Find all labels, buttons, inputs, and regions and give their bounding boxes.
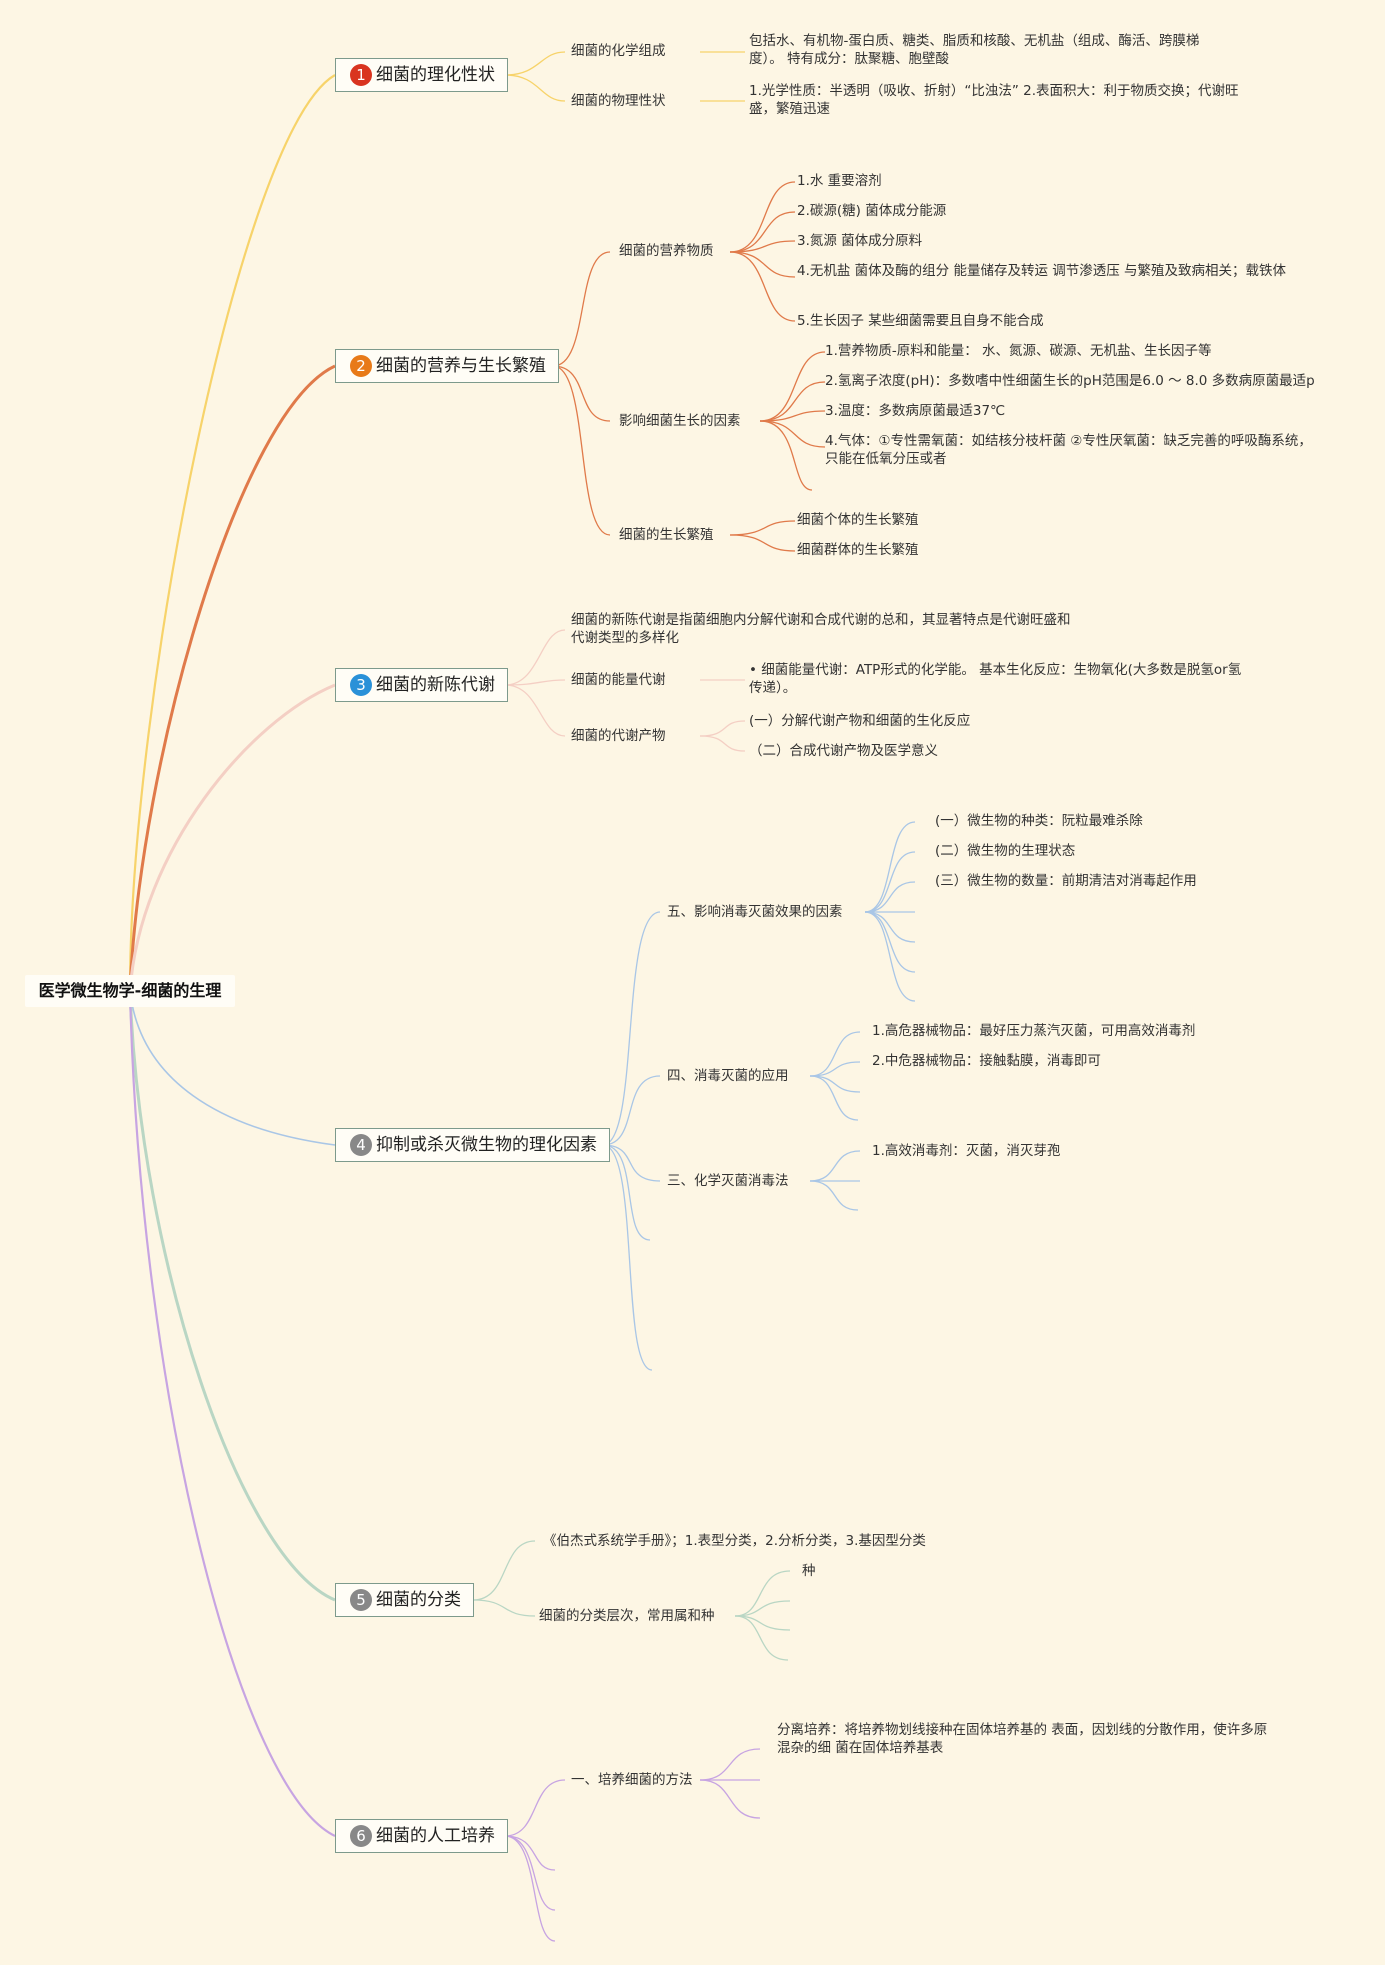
branch-label: 细菌的营养与生长繁殖	[376, 356, 546, 376]
reproduction-item[interactable]: 细菌个体的生长繁殖	[797, 512, 919, 528]
detail-physical-properties[interactable]: 1.光学性质：半透明（吸收、折射）“比浊法” 2.表面积大：利于物质交换；代谢旺…	[749, 83, 1239, 117]
growth-factor-item[interactable]: 1.营养物质-原料和能量： 水、氮源、碳源、无机盐、生长因子等	[825, 343, 1212, 359]
detail-chemical-composition[interactable]: 包括水、有机物-蛋白质、糖类、脂质和核酸、无机盐（组成、酶活、跨膜梯度）。 特有…	[749, 33, 1200, 67]
branch-6-topic[interactable]: 6 细菌的人工培养	[335, 1819, 508, 1853]
subtopic-nutrients[interactable]: 细菌的营养物质	[619, 243, 714, 259]
root-topic[interactable]: 医学微生物学-细菌的生理	[25, 975, 235, 1007]
subtopic-classification-levels[interactable]: 细菌的分类层次，常用属和种	[539, 1608, 715, 1624]
growth-factor-item[interactable]: 3.温度：多数病原菌最适37℃	[825, 403, 1006, 419]
number-badge: 3	[350, 674, 372, 696]
subtopic-growth-factors[interactable]: 影响细菌生长的因素	[619, 413, 741, 429]
link-root-b1	[128, 74, 336, 992]
nutrient-item[interactable]: 1.水 重要溶剂	[797, 173, 882, 189]
subtopic-growth-reproduction[interactable]: 细菌的生长繁殖	[619, 527, 714, 543]
nutrient-item[interactable]: 5.生长因子 某些细菌需要且自身不能合成	[797, 313, 1044, 329]
branch-5-topic[interactable]: 5 细菌的分类	[335, 1583, 474, 1617]
branch-label: 细菌的分类	[376, 1590, 461, 1610]
subtopic-disinfection-factors[interactable]: 五、影响消毒灭菌效果的因素	[667, 904, 843, 920]
sterilization-item[interactable]: 1.高危器械物品：最好压力蒸汽灭菌，可用高效消毒剂	[872, 1023, 1196, 1039]
metabolic-product-item[interactable]: (一）分解代谢产物和细菌的生化反应	[749, 713, 971, 729]
nutrient-item[interactable]: 4.无机盐 菌体及酶的组分 能量储存及转运 调节渗透压 与繁殖及致病相关；载铁体	[797, 263, 1287, 279]
growth-factor-item[interactable]: 4.气体：①专性需氧菌：如结核分枝杆菌 ②专性厌氧菌：缺乏完善的呼吸酶系统，只能…	[825, 433, 1312, 467]
number-badge: 6	[350, 1825, 372, 1847]
branch-label: 细菌的理化性状	[376, 65, 495, 85]
detail-culture-methods[interactable]: 分离培养：将培养物划线接种在固体培养基的 表面，因划线的分散作用，使许多原混杂的…	[777, 1722, 1268, 1756]
subtopic-culture-methods[interactable]: 一、培养细菌的方法	[571, 1772, 693, 1788]
detail-energy-metabolism[interactable]: • 细菌能量代谢：ATP形式的化学能。 基本生化反应：生物氧化(大多数是脱氢or…	[749, 662, 1242, 696]
number-badge: 4	[350, 1134, 372, 1156]
metabolic-product-item[interactable]: （二）合成代谢产物及医学意义	[749, 743, 938, 759]
metabolism-definition[interactable]: 细菌的新陈代谢是指菌细胞内分解代谢和合成代谢的总和，其显著特点是代谢旺盛和代谢类…	[571, 612, 1071, 646]
subtopic-physical-properties[interactable]: 细菌的物理性状	[571, 93, 666, 109]
reproduction-item[interactable]: 细菌群体的生长繁殖	[797, 542, 919, 558]
classification-manual[interactable]: 《伯杰式系统学手册》；1.表型分类，2.分析分类，3.基因型分类	[543, 1533, 926, 1549]
link-root-b3	[128, 683, 336, 992]
disinfection-factor-item[interactable]: (三）微生物的数量：前期清洁对消毒起作用	[935, 873, 1197, 889]
subtopic-chemical-composition[interactable]: 细菌的化学组成	[571, 43, 666, 59]
subtopic-sterilization-application[interactable]: 四、消毒灭菌的应用	[667, 1068, 789, 1084]
subtopic-metabolic-products[interactable]: 细菌的代谢产物	[571, 728, 666, 744]
branch-label: 细菌的人工培养	[376, 1826, 495, 1846]
subtopic-energy-metabolism[interactable]: 细菌的能量代谢	[571, 672, 666, 688]
chemical-disinfectant-item[interactable]: 1.高效消毒剂：灭菌，消灭芽孢	[872, 1143, 1061, 1159]
nutrient-item[interactable]: 2.碳源(糖) 菌体成分能源	[797, 203, 947, 219]
branch-1-topic[interactable]: 1 细菌的理化性状	[335, 58, 508, 92]
disinfection-factor-item[interactable]: (二）微生物的生理状态	[935, 843, 1076, 859]
branch-3-topic[interactable]: 3 细菌的新陈代谢	[335, 668, 508, 702]
branch-label: 抑制或杀灭微生物的理化因素	[376, 1135, 597, 1155]
link-root-b4	[129, 990, 336, 1146]
sterilization-item[interactable]: 2.中危器械物品：接触黏膜，消毒即可	[872, 1053, 1101, 1069]
disinfection-factor-item[interactable]: (一）微生物的种类：阮粒最难杀除	[935, 813, 1143, 829]
number-badge: 1	[350, 64, 372, 86]
link-root-b6	[128, 990, 336, 1837]
number-badge: 2	[350, 355, 372, 377]
nutrient-item[interactable]: 3.氮源 菌体成分原料	[797, 233, 923, 249]
link-root-b5	[128, 990, 336, 1602]
classification-item[interactable]: 种	[802, 1563, 816, 1579]
branch-4-topic[interactable]: 4 抑制或杀灭微生物的理化因素	[335, 1128, 610, 1162]
branch-label: 细菌的新陈代谢	[376, 675, 495, 695]
link-root-b2	[128, 364, 336, 992]
number-badge: 5	[350, 1589, 372, 1611]
branch-2-topic[interactable]: 2 细菌的营养与生长繁殖	[335, 349, 559, 383]
growth-factor-item[interactable]: 2.氢离子浓度(pH)：多数嗜中性细菌生长的pH范围是6.0 ～ 8.0 多数病…	[825, 373, 1315, 389]
subtopic-chemical-disinfection[interactable]: 三、化学灭菌消毒法	[667, 1173, 789, 1189]
